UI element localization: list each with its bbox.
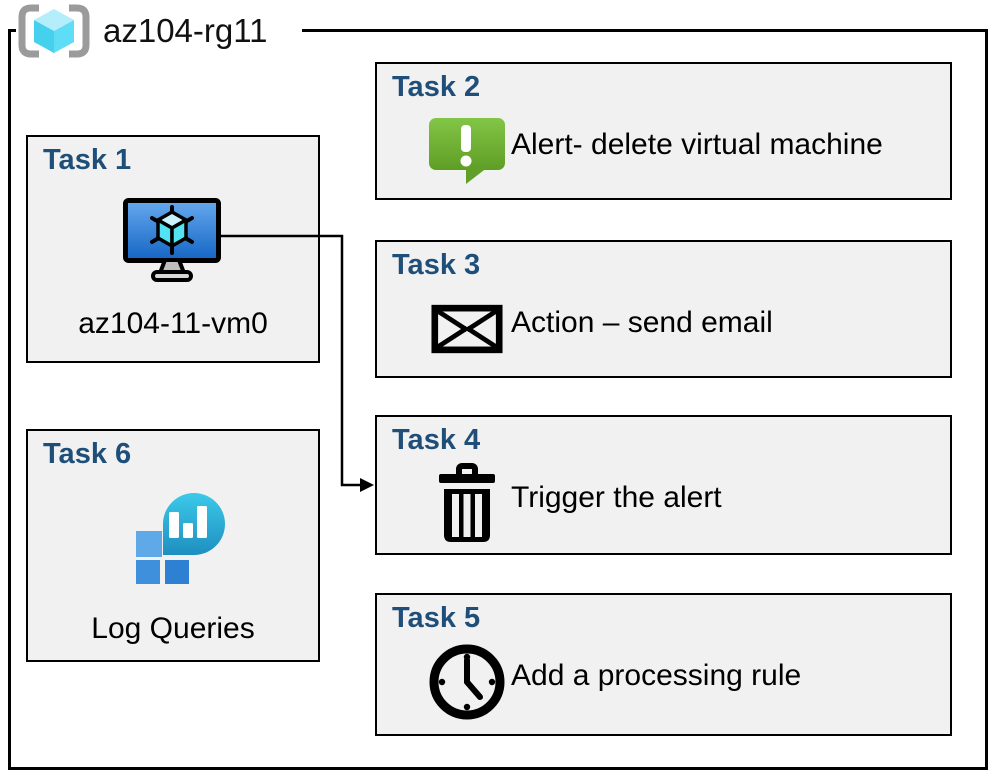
task6-box: Task 6 Log Queries — [26, 429, 320, 662]
task4-label: Trigger the alert — [511, 481, 722, 514]
task2-title: Task 2 — [392, 71, 481, 103]
task2-box: Task 2 Alert- delete virtual machine — [375, 62, 952, 200]
log-analytics-icon — [136, 492, 228, 584]
virtual-machine-icon — [122, 197, 222, 283]
task6-title: Task 6 — [43, 438, 132, 470]
task3-title: Task 3 — [392, 249, 481, 281]
alert-message-icon — [411, 106, 523, 196]
task4-title: Task 4 — [392, 424, 481, 456]
email-envelope-icon — [411, 284, 523, 374]
task1-box: Task 1 — [26, 135, 320, 363]
task5-label: Add a processing rule — [511, 659, 802, 692]
clock-icon — [411, 637, 523, 727]
task3-label: Action – send email — [511, 306, 773, 339]
task2-label: Alert- delete virtual machine — [511, 128, 883, 161]
task5-title: Task 5 — [392, 602, 481, 634]
task6-label: Log Queries — [91, 612, 255, 645]
resource-group-icon — [17, 3, 91, 59]
resource-group-container — [8, 29, 988, 770]
task4-box: Task 4 Trigger the alert — [375, 415, 952, 555]
task1-label: az104-11-vm0 — [78, 307, 268, 340]
resource-group-label: az104-rg11 — [103, 12, 268, 49]
task3-box: Task 3 Action – send email — [375, 240, 952, 378]
trash-delete-icon — [411, 459, 523, 549]
task1-title: Task 1 — [43, 144, 132, 176]
task5-box: Task 5 Add a processing rule — [375, 593, 952, 736]
